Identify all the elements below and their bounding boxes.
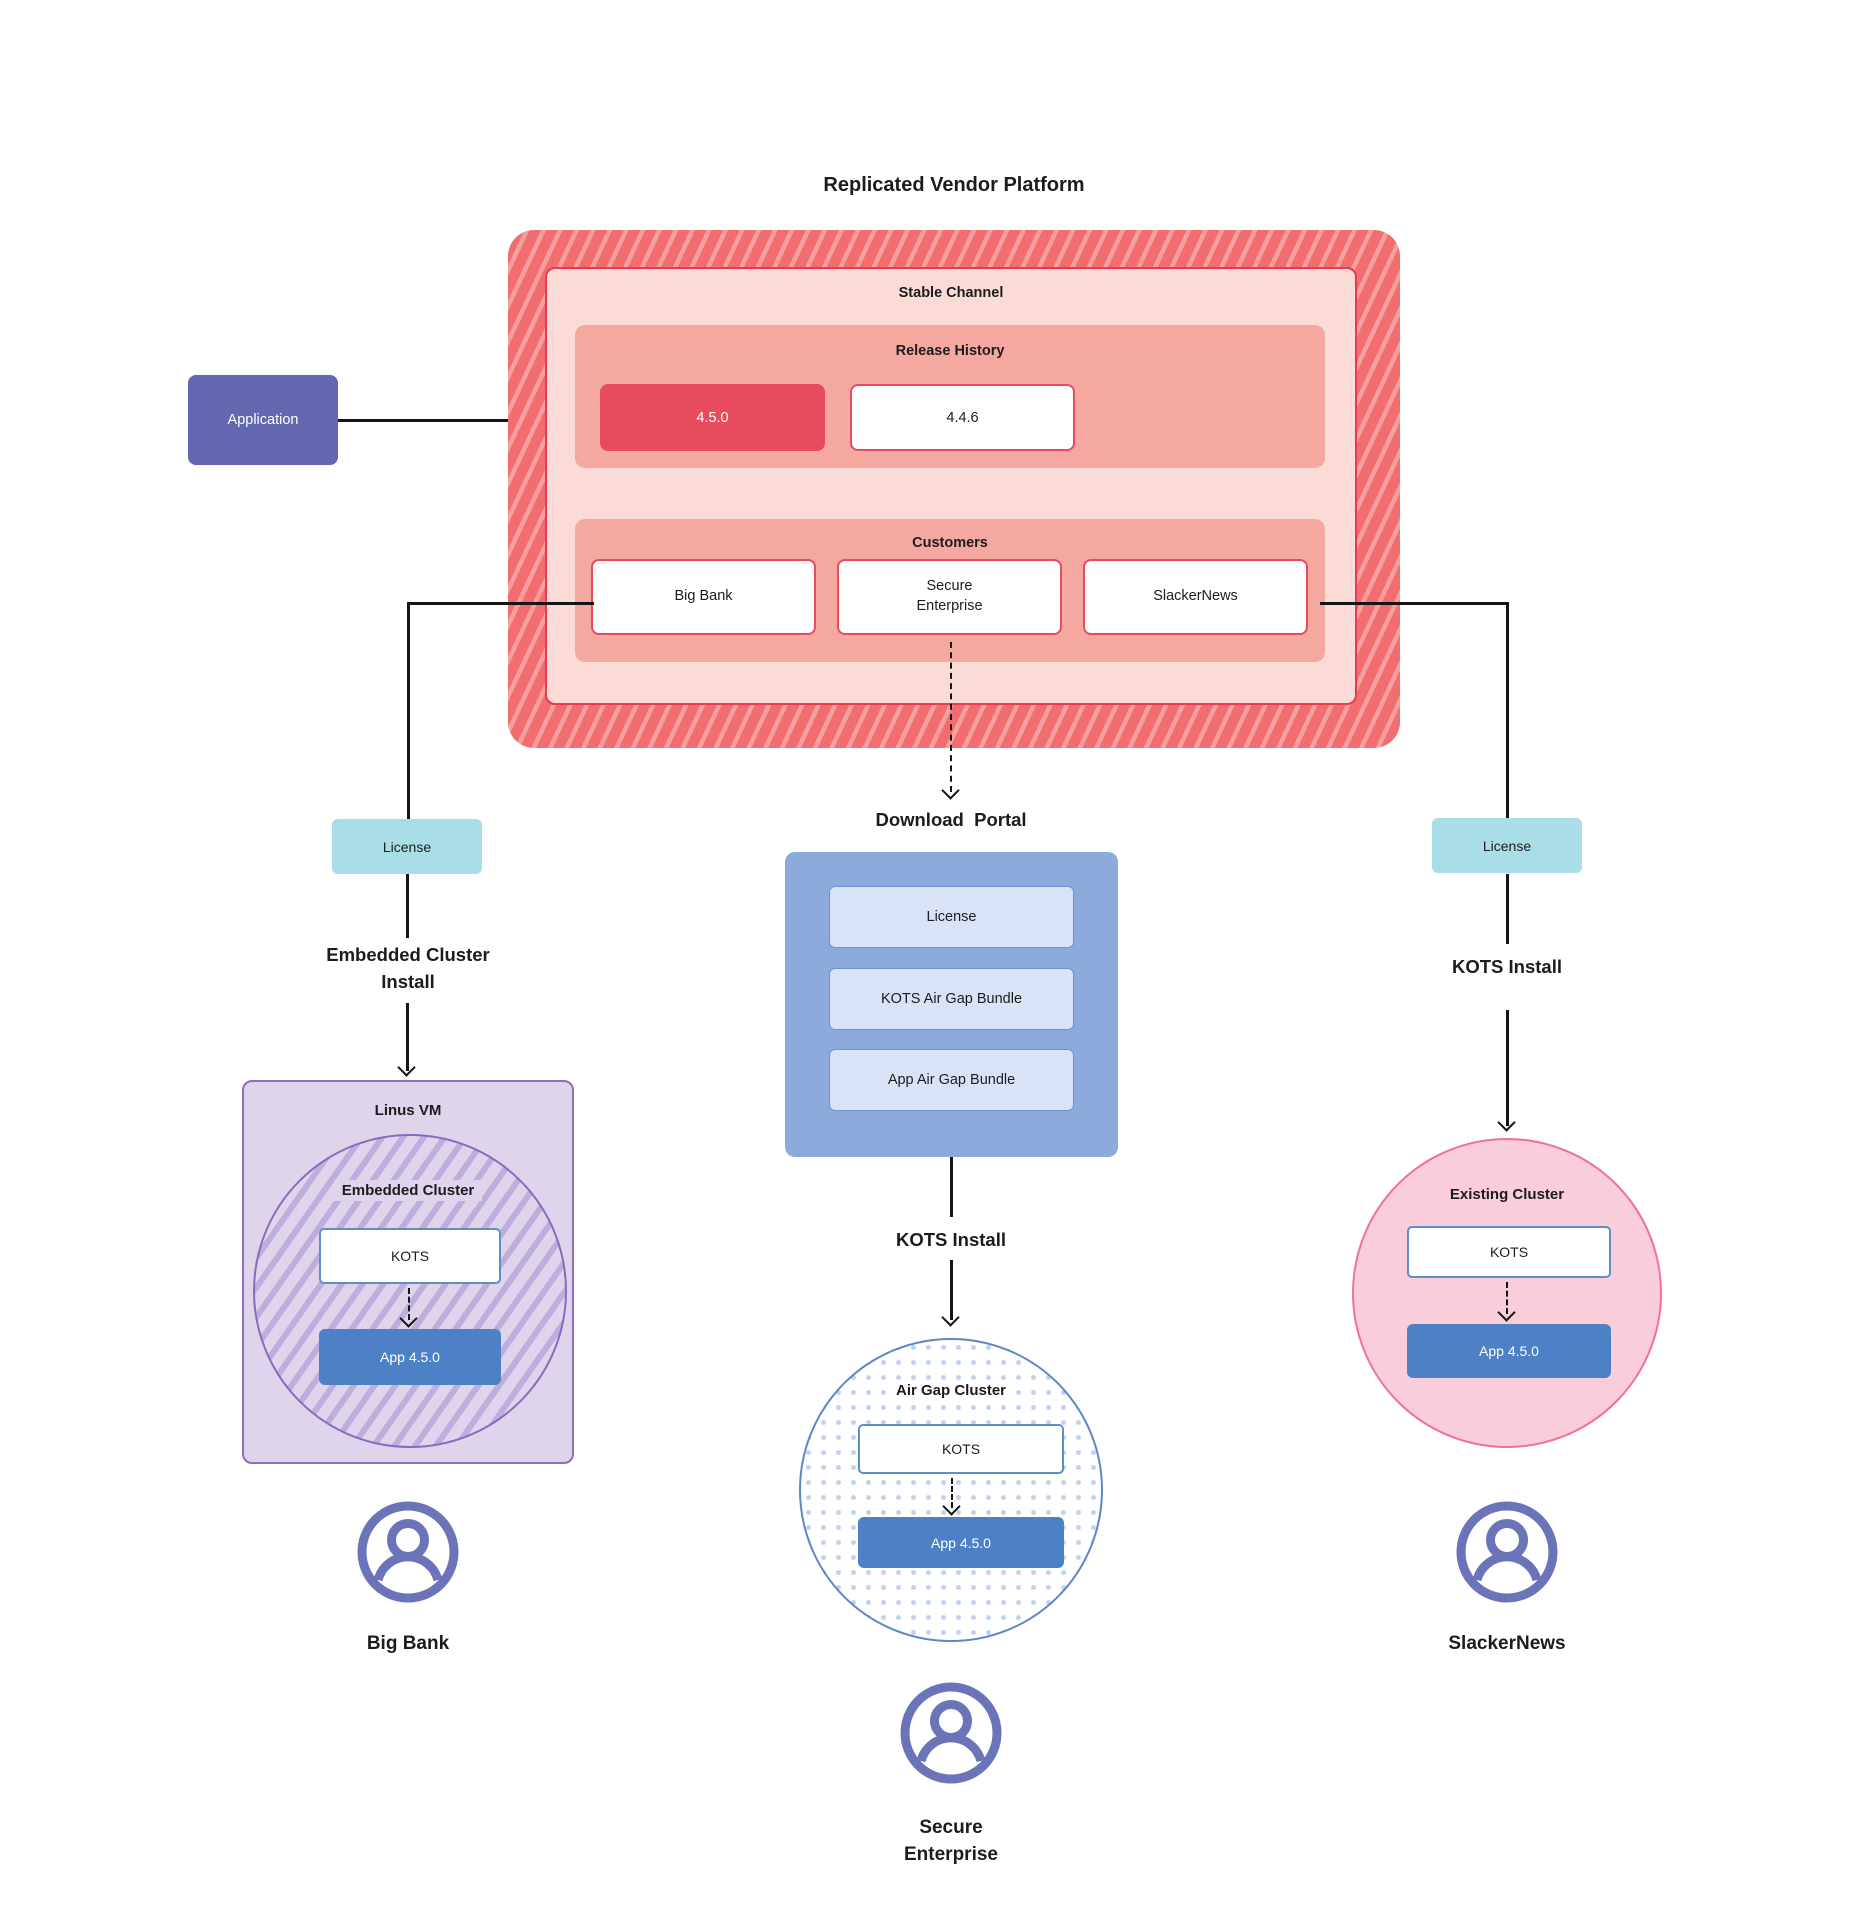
customer-secure-enterprise: Secure Enterprise [837, 559, 1062, 635]
license-box-left: License [332, 819, 482, 874]
portal-item-app-bundle: App Air Gap Bundle [829, 1049, 1074, 1111]
customer-big-bank: Big Bank [591, 559, 816, 635]
user-icon [900, 1682, 1002, 1784]
application-arrow-line [338, 419, 590, 422]
vendor-platform-box: Stable Channel Release History 4.5.0 4.4… [508, 230, 1400, 748]
bigbank-connector-h [407, 602, 594, 605]
stable-channel-label: Stable Channel [898, 285, 1004, 301]
page-title: Replicated Vendor Platform [823, 174, 1085, 196]
right-license-line [1506, 874, 1509, 944]
application-box: Application [188, 375, 338, 465]
download-portal-label: Download Portal [875, 809, 1027, 830]
kots-box-embedded: KOTS [319, 1228, 501, 1284]
stable-channel-box: Stable Channel Release History 4.5.0 4.4… [545, 267, 1357, 705]
application-label: Application [227, 412, 299, 428]
customers-label: Customers [912, 535, 988, 551]
secure-arrowhead-icon [941, 781, 960, 800]
kots-box-existing: KOTS [1407, 1226, 1611, 1278]
portal-item-kots-bundle: KOTS Air Gap Bundle [829, 968, 1074, 1030]
kots-app-dashed-airgap [951, 1478, 953, 1508]
customer-name: SlackerNews [1153, 588, 1238, 605]
left-install-arrow-line [406, 1003, 409, 1071]
center-install-arrowhead-icon [941, 1308, 960, 1327]
release-history-box: Release History 4.5.0 4.4.6 [575, 325, 1325, 468]
license-label: License [382, 838, 432, 855]
air-gap-cluster-label: Air Gap Cluster [801, 1380, 1101, 1401]
embedded-cluster-install-label: Embedded Cluster Install [326, 944, 490, 992]
kots-app-dashed-embedded [408, 1288, 410, 1320]
existing-cluster-circle: Existing Cluster KOTS App 4.5.0 [1352, 1138, 1662, 1448]
kots-install-label-right: KOTS Install [1452, 956, 1562, 977]
secure-dashed-connector [950, 642, 952, 792]
existing-cluster-label: Existing Cluster [1449, 1186, 1565, 1203]
portal-item-license: License [829, 886, 1074, 948]
release-chip-previous: 4.4.6 [850, 384, 1075, 451]
customer-name: Big Bank [674, 588, 733, 605]
app-box-embedded: App 4.5.0 [319, 1329, 501, 1385]
release-chip-current: 4.5.0 [600, 384, 825, 451]
customer-name: Secure Enterprise [916, 578, 983, 614]
user-icon [357, 1501, 459, 1603]
linux-vm-label: Linus VM [374, 1102, 442, 1119]
kots-app-arrowhead-icon [942, 1497, 961, 1516]
left-install-arrowhead-icon [397, 1058, 416, 1077]
license-label: License [1482, 837, 1532, 854]
left-license-line [406, 874, 409, 938]
bigbank-connector-v [407, 602, 410, 819]
kots-install-label-center: KOTS Install [896, 1229, 1006, 1250]
app-box-existing: App 4.5.0 [1407, 1324, 1611, 1378]
user-icon [1456, 1501, 1558, 1603]
right-install-arrowhead-icon [1497, 1113, 1516, 1132]
embedded-cluster-label: Embedded Cluster [244, 1180, 572, 1201]
release-history-label: Release History [895, 343, 1005, 359]
kots-app-dashed-existing [1506, 1282, 1508, 1314]
portal-install-line [950, 1157, 953, 1217]
linux-vm-box: Linus VM Embedded Cluster KOTS App 4.5.0 [242, 1080, 574, 1464]
center-install-arrow-line [950, 1260, 953, 1320]
app-box-airgap: App 4.5.0 [858, 1517, 1064, 1568]
user-label-big-bank: Big Bank [366, 1633, 450, 1654]
user-label-slackernews: SlackerNews [1448, 1633, 1566, 1654]
kots-box-airgap: KOTS [858, 1424, 1064, 1474]
slackernews-connector-h [1320, 602, 1509, 605]
release-version: 4.5.0 [696, 409, 729, 426]
slackernews-connector-v [1506, 602, 1509, 818]
air-gap-cluster-circle: Air Gap Cluster KOTS App 4.5.0 [799, 1338, 1103, 1642]
customer-slackernews: SlackerNews [1083, 559, 1308, 635]
download-portal-box: License KOTS Air Gap Bundle App Air Gap … [785, 852, 1118, 1157]
release-version: 4.4.6 [946, 409, 979, 426]
kots-app-arrowhead-icon [1497, 1303, 1516, 1322]
license-box-right: License [1432, 818, 1582, 873]
user-label-secure-enterprise: Secure Enterprise [904, 1817, 998, 1865]
customers-box: Customers Big Bank Secure Enterprise Sla… [575, 519, 1325, 662]
right-install-arrow-line [1506, 1010, 1509, 1126]
